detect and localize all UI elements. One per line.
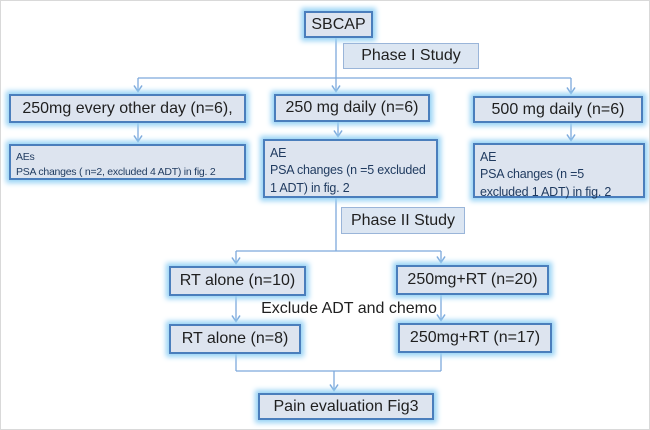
node-sbcap: SBCAP (304, 11, 373, 38)
node-phase1-study: Phase I Study (343, 43, 479, 69)
exclude-adt-chemo-note: Exclude ADT and chemo (261, 300, 437, 317)
node-250mg-rt-17: 250mg+RT (n=17) (398, 323, 552, 353)
node-dose-every-other-day: 250mg every other day (n=6), (9, 94, 246, 123)
node-dose-250-daily: 250 mg daily (n=6) (274, 94, 430, 122)
node-ae-every-other-day: AEs PSA changes ( n=2, excluded 4 ADT) i… (9, 144, 246, 180)
node-rt-alone-10: RT alone (n=10) (169, 266, 306, 296)
node-ae-500-daily: AE PSA changes (n =5 excluded 1 ADT) in … (473, 143, 645, 199)
node-dose-500-daily: 500 mg daily (n=6) (473, 96, 643, 123)
node-phase2-study: Phase II Study (341, 207, 465, 234)
node-rt-alone-8: RT alone (n=8) (169, 324, 301, 354)
node-250mg-rt-20: 250mg+RT (n=20) (396, 265, 549, 295)
node-pain-evaluation: Pain evaluation Fig3 (258, 393, 434, 420)
node-ae-250-daily: AE PSA changes (n =5 excluded 1 ADT) in … (263, 139, 438, 198)
